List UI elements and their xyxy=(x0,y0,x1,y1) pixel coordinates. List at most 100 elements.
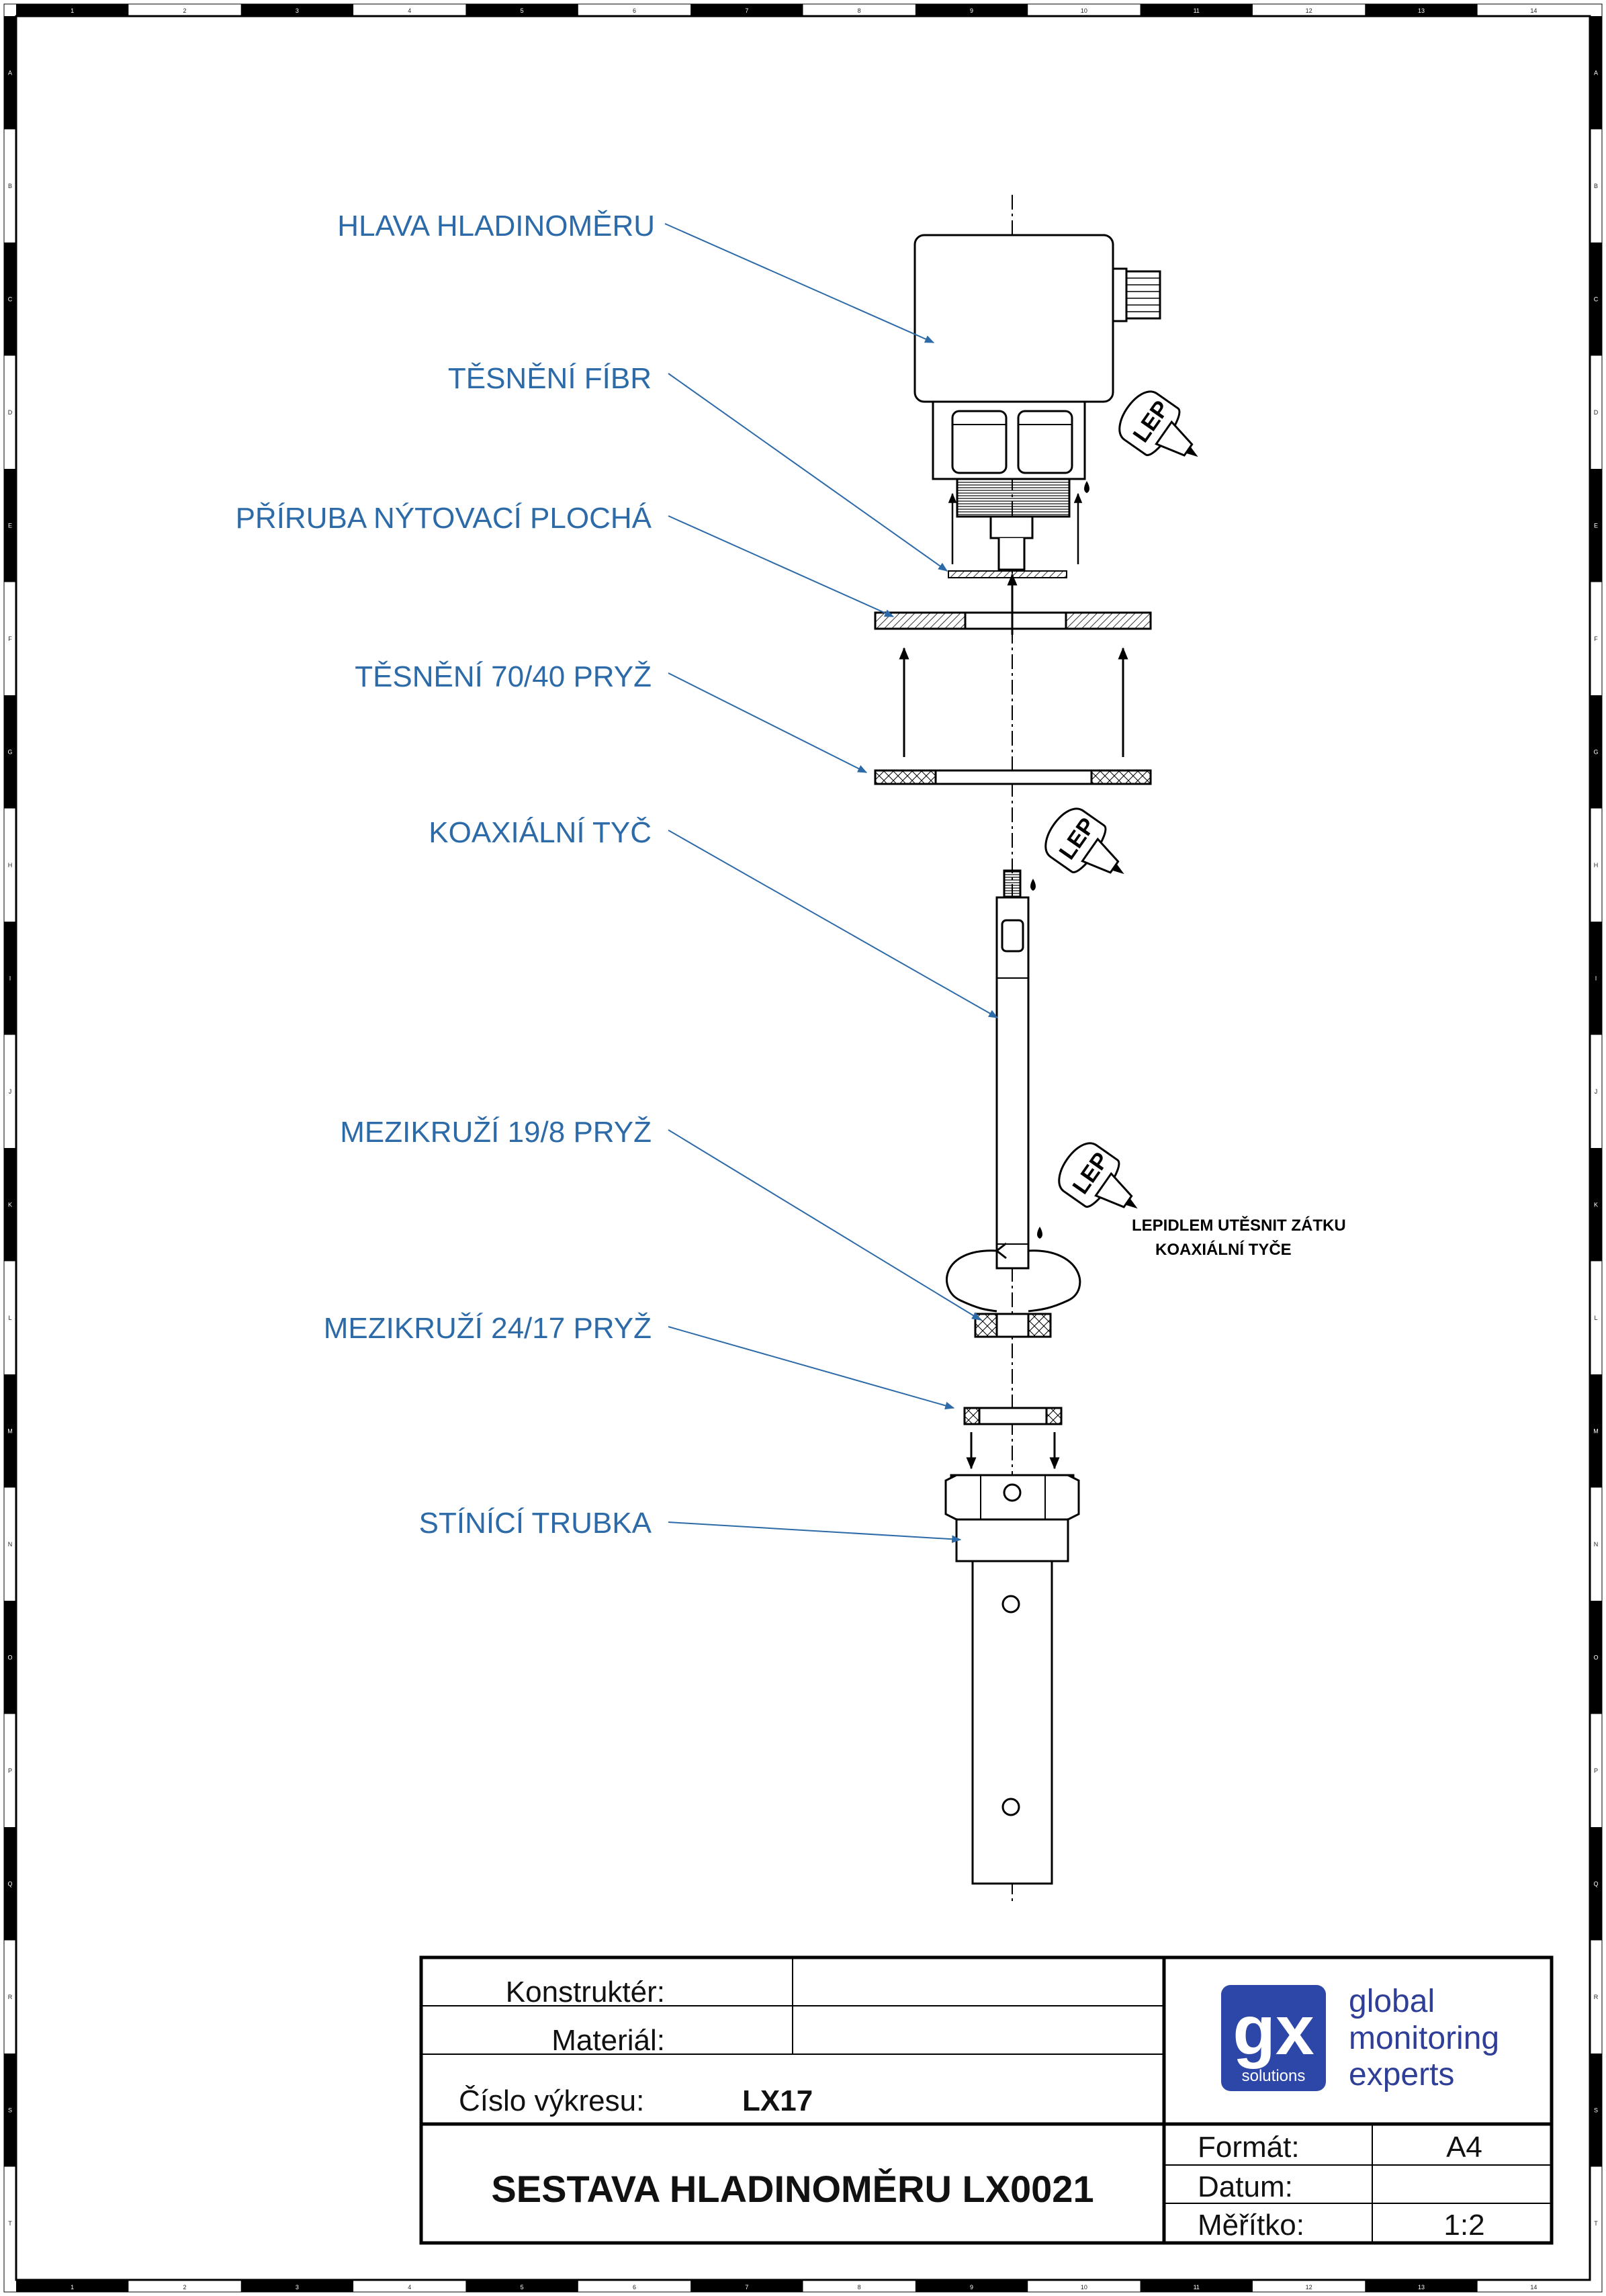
row-marker: T xyxy=(8,2220,12,2227)
row-marker: K xyxy=(8,1201,12,1208)
column-marker: 1 xyxy=(71,2284,74,2291)
scale-label: Měřítko: xyxy=(1198,2209,1304,2242)
frame-band xyxy=(915,2280,1028,2292)
format-value: A4 xyxy=(1446,2131,1482,2164)
column-marker: 6 xyxy=(633,2284,636,2291)
column-marker: 8 xyxy=(858,2284,861,2291)
column-marker: 4 xyxy=(408,7,411,14)
row-marker: C xyxy=(1594,296,1599,302)
glue-drop-icon xyxy=(1084,481,1089,493)
row-marker: E xyxy=(8,522,12,529)
row-marker: G xyxy=(7,748,12,755)
frame-band xyxy=(4,1148,16,1262)
frame-band xyxy=(16,4,129,16)
row-marker: Q xyxy=(1593,1880,1598,1887)
coaxial-rod xyxy=(995,869,1030,1270)
row-marker: H xyxy=(1594,862,1599,869)
row-marker: I xyxy=(1595,975,1597,981)
column-marker: 5 xyxy=(521,2284,524,2291)
spacer-19-8 xyxy=(974,1313,1052,1338)
row-marker: O xyxy=(1593,1654,1598,1661)
row-marker: P xyxy=(1594,1767,1598,1774)
frame-band xyxy=(1590,242,1602,356)
column-marker: 13 xyxy=(1418,7,1425,14)
frame-band xyxy=(1140,2280,1253,2292)
column-marker: 11 xyxy=(1194,2284,1200,2291)
column-marker: 11 xyxy=(1194,7,1200,14)
frame-band xyxy=(1590,469,1602,582)
column-marker: 13 xyxy=(1418,2284,1425,2291)
column-marker: 3 xyxy=(296,2284,299,2291)
frame-edge-bands xyxy=(4,4,1602,2292)
column-marker: 7 xyxy=(745,2284,748,2291)
date-label: Datum: xyxy=(1198,2170,1293,2203)
logo-sub: solutions xyxy=(1242,2067,1306,2085)
column-marker: 10 xyxy=(1081,2284,1087,2291)
assembly-arrows xyxy=(899,647,1128,757)
column-marker: 5 xyxy=(521,7,524,14)
leader-spacer-24 xyxy=(668,1326,955,1410)
frame-band xyxy=(1590,1148,1602,1262)
frame-band xyxy=(1590,695,1602,809)
row-marker: L xyxy=(8,1315,11,1321)
frame-band xyxy=(915,4,1028,16)
frame-band xyxy=(4,242,16,356)
row-marker: O xyxy=(7,1654,12,1661)
shield-tube xyxy=(944,1474,1080,1885)
drawing-number-value: LX17 xyxy=(742,2084,813,2117)
glue-note-line1: LEPIDLEM UTĚSNIT ZÁTKU xyxy=(1132,1216,1346,1235)
row-marker: Q xyxy=(7,1880,12,1887)
column-marker: 10 xyxy=(1081,7,1087,14)
row-marker: C xyxy=(8,296,13,302)
row-marker: M xyxy=(7,1427,13,1434)
frame-band xyxy=(690,4,803,16)
glue-bottle-icon: LEP xyxy=(1118,390,1198,457)
frame-band xyxy=(1365,2280,1478,2292)
drawing-number-label: Číslo výkresu: xyxy=(459,2084,644,2117)
logo-mark: gx xyxy=(1233,1992,1314,2070)
frame-band xyxy=(4,922,16,1035)
callout-rubber-seal: TĚSNĚNÍ 70/40 PRYŽ xyxy=(355,660,652,693)
column-marker: 7 xyxy=(745,7,748,14)
callout-spacer-19: MEZIKRUŽÍ 19/8 PRYŽ xyxy=(340,1116,652,1149)
frame-band xyxy=(4,16,16,130)
row-marker: G xyxy=(1593,748,1598,755)
column-marker: 6 xyxy=(633,7,636,14)
row-marker: R xyxy=(8,1994,13,2000)
callout-coax-rod: KOAXIÁLNÍ TYČ xyxy=(429,815,652,849)
column-marker: 3 xyxy=(296,7,299,14)
row-marker: J xyxy=(9,1088,12,1095)
frame-band xyxy=(4,1827,16,1941)
callout-head: HLAVA HLADINOMĚRU xyxy=(337,210,655,242)
row-marker: D xyxy=(8,409,13,416)
frame-band xyxy=(240,4,354,16)
frame-band xyxy=(1365,4,1478,16)
leader-flange xyxy=(668,515,895,617)
frame-band xyxy=(1590,1601,1602,1714)
callout-spacer-24: MEZIKRUŽÍ 24/17 PRYŽ xyxy=(324,1312,652,1345)
assembly-arrows xyxy=(966,1432,1060,1470)
glue-bottle-icon: LEP xyxy=(1058,1142,1138,1209)
column-marker: 1 xyxy=(71,7,74,14)
leader-spacer-19 xyxy=(668,1129,981,1321)
row-marker: S xyxy=(1594,2107,1598,2113)
leader-head xyxy=(664,223,935,343)
frame-band xyxy=(4,2054,16,2167)
column-marker: 8 xyxy=(858,7,861,14)
row-marker: T xyxy=(1594,2220,1598,2227)
frame-band xyxy=(4,1601,16,1714)
column-marker: 9 xyxy=(970,2284,973,2291)
title-block xyxy=(419,1955,1554,2245)
row-marker: J xyxy=(1595,1088,1598,1095)
leader-coax-rod xyxy=(668,830,999,1018)
frame-band xyxy=(1140,4,1253,16)
leader-fiber-seal xyxy=(668,373,948,572)
row-marker: M xyxy=(1593,1427,1599,1434)
row-marker: D xyxy=(1594,409,1599,416)
glue-bottle-icon: LEP xyxy=(1044,807,1124,875)
logo-line1: global xyxy=(1349,1984,1435,2019)
rotation-arrow-icon xyxy=(946,1242,1081,1313)
logo-line3: experts xyxy=(1349,2057,1454,2092)
format-label: Formát: xyxy=(1198,2131,1300,2164)
